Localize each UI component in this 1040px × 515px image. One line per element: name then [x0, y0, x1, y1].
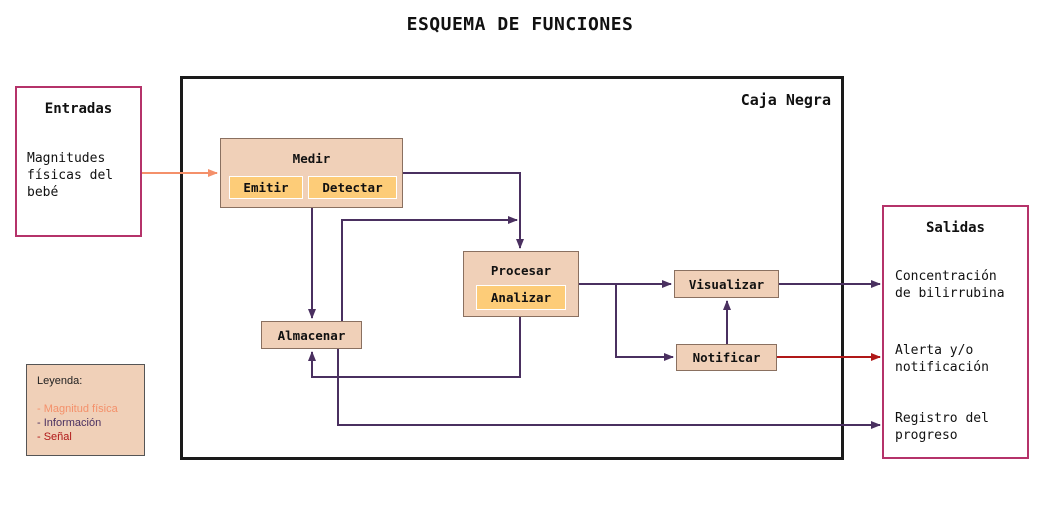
- arrow-procesar-to-almacenar: [308, 317, 521, 378]
- block-procesar-title: Procesar: [490, 263, 552, 278]
- inputs-title: Entradas: [44, 101, 113, 117]
- block-procesar: Procesar Analizar: [463, 251, 579, 317]
- inputs-box: Entradas Magnitudes físicas del bebé: [15, 86, 142, 237]
- block-medir: Medir Emitir Detectar: [220, 138, 403, 208]
- sub-detectar: Detectar: [308, 176, 397, 199]
- arrow-procesar-to-notificar: [615, 284, 674, 361]
- arrow-almacenar-to-procesar: [341, 216, 518, 321]
- block-visualizar: Visualizar: [674, 270, 779, 298]
- legend-item-senal: - Señal: [37, 431, 72, 443]
- block-notificar: Notificar: [676, 344, 777, 371]
- block-almacenar: Almacenar: [261, 321, 362, 349]
- output-concentracion: Concentración de bilirrubina: [895, 269, 1005, 301]
- legend-box: Leyenda: - Magnitud física - Información…: [26, 364, 145, 456]
- legend-title: Leyenda:: [37, 375, 83, 387]
- black-box-frame: Caja Negra: [180, 76, 844, 460]
- inputs-text: Magnitudes físicas del bebé: [27, 151, 114, 200]
- outputs-title: Salidas: [925, 220, 985, 236]
- output-registro: Registro del progreso: [895, 411, 989, 443]
- legend-item-magnitud: - Magnitud física: [37, 403, 118, 415]
- sub-analizar: Analizar: [476, 285, 566, 310]
- black-box-label: Caja Negra: [740, 91, 831, 109]
- arrow-almacenar-to-registro: [337, 349, 881, 429]
- arrow-medir-to-procesar: [403, 172, 524, 249]
- legend-item-informacion: - Información: [37, 417, 102, 429]
- page-title: ESQUEMA DE FUNCIONES: [406, 14, 634, 35]
- sub-emitir: Emitir: [229, 176, 303, 199]
- output-alerta: Alerta y/o notificación: [895, 343, 989, 375]
- outputs-box: Salidas: [882, 205, 1029, 459]
- block-medir-title: Medir: [292, 151, 331, 166]
